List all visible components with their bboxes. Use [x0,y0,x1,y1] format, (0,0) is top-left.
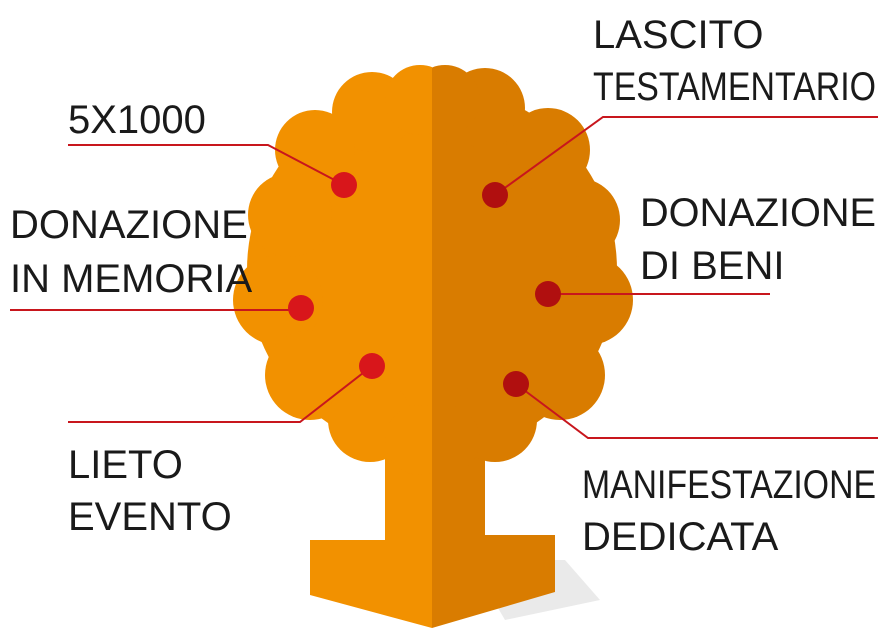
leader-line-dedicated-event [515,383,878,439]
dot-5x1000 [331,172,357,198]
tree-canopy-right [432,65,633,475]
leader-line-bequest [494,116,878,196]
label-bequest-line2: TESTAMENTARIO [593,65,876,109]
label-happy-event-line2: EVENTO [68,495,232,539]
label-bequest-line1: LASCITO [593,13,763,57]
label-5x1000: 5X1000 [68,98,206,142]
dot-happy-event [359,353,385,379]
label-memorial-line2: IN MEMORIA [10,257,253,301]
label-goods-line2: DI BENI [640,244,784,288]
leader-line-happy-event [68,365,373,423]
dot-goods [535,281,561,307]
dot-dedicated-event [503,371,529,397]
leader-line-5x1000 [68,144,345,186]
label-memorial-line1: DONAZIONE [10,203,248,247]
dot-memorial [288,295,314,321]
label-dedicated-event-line2: DEDICATA [582,515,779,559]
label-goods-line1: DONAZIONE [640,191,876,235]
label-happy-event-line1: LIETO [68,443,183,487]
dot-bequest [482,182,508,208]
label-dedicated-event-line1: MANIFESTAZIONE [582,463,876,507]
